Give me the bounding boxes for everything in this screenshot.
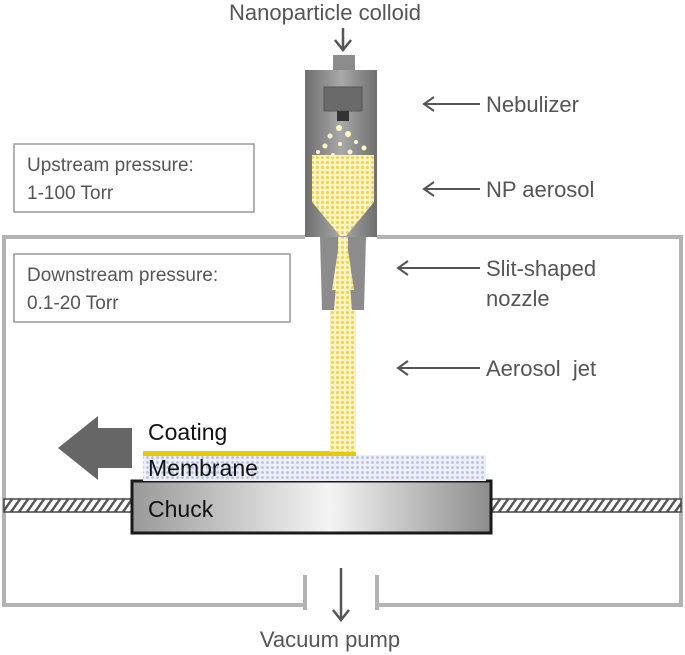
- left-rail: [3, 498, 133, 513]
- right-rail: [490, 498, 682, 513]
- np-aerosol-cloud: [312, 155, 374, 236]
- nebulizer-tip: [337, 111, 349, 121]
- coating-label: Coating: [148, 419, 227, 445]
- nebulizer-cap: [333, 55, 355, 71]
- nanoparticle-colloid-label: Nanoparticle colloid: [229, 0, 421, 25]
- membrane: [143, 455, 486, 481]
- nebulizer-head: [323, 86, 363, 112]
- nozzle-fan: [332, 250, 354, 290]
- nozzle-right-jaw: [346, 237, 366, 310]
- nozzle-label-line2: nozzle: [486, 286, 550, 311]
- aerosol-jet: [330, 290, 356, 452]
- nebulizer-pointer: [422, 96, 480, 112]
- np-aerosol-label: NP aerosol: [486, 177, 594, 202]
- chuck-label: Chuck: [148, 496, 214, 522]
- nozzle-throat: [338, 237, 348, 251]
- chuck: [130, 479, 493, 535]
- downstream-pressure-range: 0.1-20 Torr: [27, 293, 119, 314]
- vacuum-pump-arrow: [332, 568, 350, 623]
- nozzle-label-line1: Slit-shaped: [486, 256, 596, 281]
- nebulized-droplets: [316, 125, 367, 157]
- input-arrow: [334, 28, 352, 53]
- membrane-label: Membrane: [148, 455, 258, 481]
- aerosol-jet-pointer: [396, 360, 480, 376]
- downstream-pressure-box: [13, 253, 291, 323]
- nozzle-pointer: [396, 260, 480, 276]
- aerosol-jet-label: Aerosol jet: [486, 356, 596, 381]
- upstream-pressure-box: [13, 143, 255, 213]
- nozzle-left-jaw: [320, 237, 340, 310]
- coating-layer: [143, 451, 356, 456]
- vacuum-pump-label: Vacuum pump: [260, 627, 400, 652]
- movement-arrow: [58, 416, 132, 480]
- nebulizer-label: Nebulizer: [486, 92, 579, 117]
- np-aerosol-pointer: [422, 181, 480, 197]
- upstream-pressure-title: Upstream pressure:: [27, 155, 194, 176]
- upstream-pressure-range: 1-100 Torr: [27, 183, 114, 204]
- downstream-pressure-title: Downstream pressure:: [27, 265, 218, 286]
